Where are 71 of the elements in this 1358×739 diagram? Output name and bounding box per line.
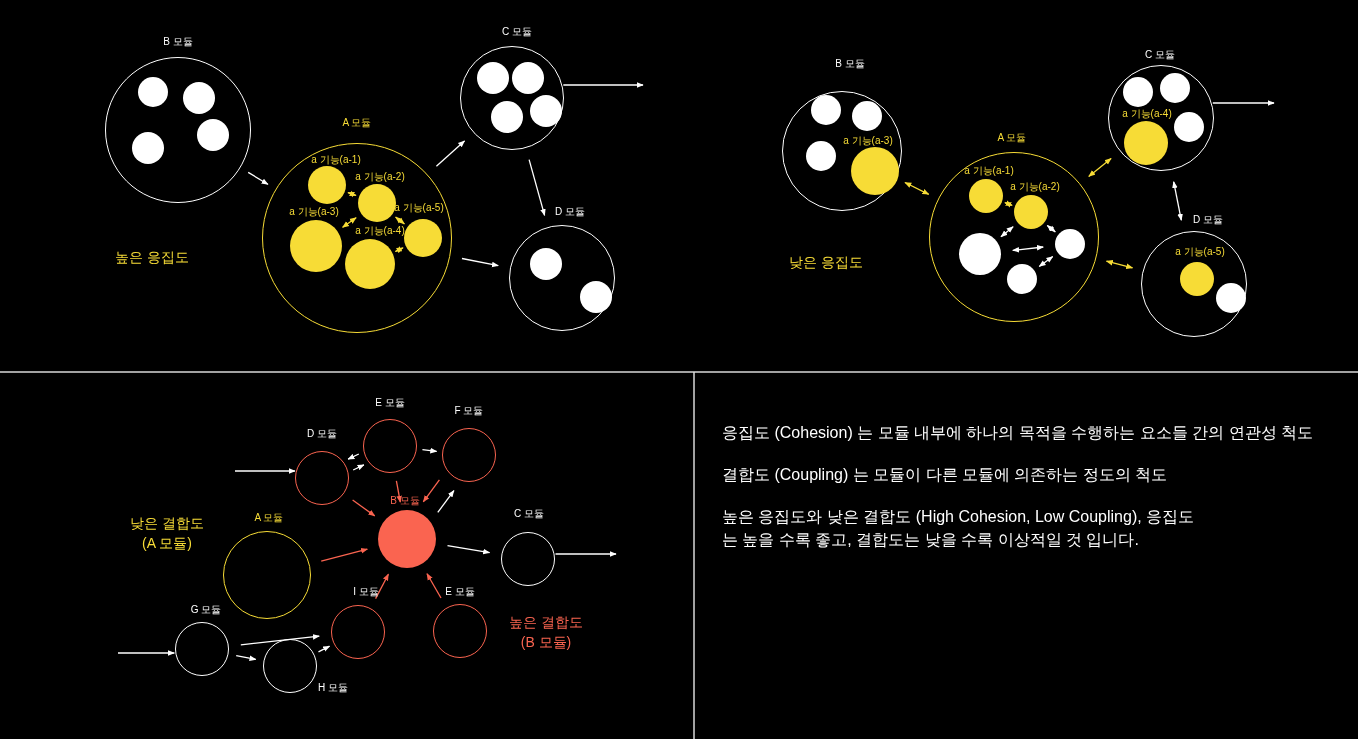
module-label: D 모듈 — [307, 428, 337, 440]
module-label: C 모듈 — [502, 26, 532, 38]
caption-text: 높은 응집도 — [115, 247, 189, 267]
double-arrow — [1000, 226, 1014, 238]
double-arrow — [1172, 181, 1183, 221]
module-label: a 기능(a-5) — [1175, 246, 1225, 258]
module-label: G 모듈 — [190, 604, 222, 616]
arrow — [435, 140, 466, 167]
module-label: B 모듈 — [835, 58, 865, 70]
double-arrow — [347, 190, 357, 198]
arrow — [528, 159, 546, 217]
module-label: B 모듈 — [390, 495, 420, 507]
module-label: a 기능(a-5) — [394, 202, 444, 214]
module-label: a 기능(a-1) — [311, 154, 361, 166]
module-label: a 기능(a-2) — [355, 171, 405, 183]
module-label: D 모듈 — [1193, 214, 1223, 226]
module-label: F 모듈 — [454, 405, 484, 417]
arrow — [117, 650, 175, 656]
caption-text: 높은 결합도 (B 모듈) — [508, 612, 584, 652]
double-arrow — [904, 181, 930, 195]
arrow — [562, 82, 644, 88]
double-arrow — [1038, 255, 1054, 268]
module-label: C 모듈 — [1145, 49, 1175, 61]
caption-text: 낮은 결합도 (A 모듈) — [129, 513, 205, 553]
arrow — [247, 171, 269, 185]
caption-text: 낮은 응집도 — [789, 252, 863, 272]
module-label: I 모듈 — [353, 586, 379, 598]
arrow — [351, 499, 376, 517]
module-label: H 모듈 — [318, 682, 348, 694]
arrow — [1212, 100, 1275, 106]
description-text: 응집도 (Cohesion) 는 모듈 내부에 하나의 목적을 수행하는 요소들 간의 연관성 척도 — [722, 423, 1314, 444]
module-label: a 기능(a-4) — [1122, 108, 1172, 120]
arrow — [320, 548, 368, 562]
arrow — [395, 480, 402, 503]
double-arrow — [1046, 224, 1056, 233]
double-arrow — [394, 216, 406, 225]
arrow — [446, 545, 491, 555]
double-arrow — [1004, 200, 1013, 208]
arrow — [554, 551, 617, 557]
module-label: a 기능(a-4) — [355, 225, 405, 237]
arrow — [422, 479, 441, 503]
module-label: A 모듈 — [342, 117, 372, 129]
module-label: A 모듈 — [254, 512, 284, 524]
module-label: D 모듈 — [555, 206, 585, 218]
arrow — [235, 654, 257, 661]
module-label: C 모듈 — [514, 508, 544, 520]
module-label: a 기능(a-3) — [289, 206, 339, 218]
arrow — [426, 573, 442, 599]
module-label: B 모듈 — [163, 36, 193, 48]
module-label: E 모듈 — [375, 397, 405, 409]
arrow — [347, 453, 360, 460]
double-arrow — [1105, 260, 1134, 269]
arrow — [317, 645, 331, 653]
description-text: 높은 응집도와 낮은 결합도 (High Cohesion, Low Coupling), 응집도는 높을 수록 좋고, 결합도는 낮을 수록 이상적일 것 입니다. — [722, 506, 1196, 550]
module-label: a 기능(a-1) — [964, 165, 1014, 177]
double-arrow — [341, 217, 357, 228]
arrow — [352, 464, 365, 471]
arrow — [421, 447, 438, 454]
arrow — [234, 468, 296, 474]
double-arrow — [1012, 244, 1044, 253]
module-label: E 모듈 — [445, 586, 475, 598]
description-text: 결합도 (Coupling) 는 모듈이 다른 모듈에 의존하는 정도의 척도 — [722, 465, 1168, 486]
arrow — [374, 573, 390, 600]
module-label: a 기능(a-2) — [1010, 181, 1060, 193]
arrow — [461, 257, 499, 268]
arrow — [437, 489, 455, 514]
double-arrow — [394, 246, 404, 254]
module-label: A 모듈 — [997, 132, 1027, 144]
double-arrow — [1088, 157, 1112, 178]
arrow — [240, 634, 320, 646]
module-label: a 기능(a-3) — [843, 135, 893, 147]
